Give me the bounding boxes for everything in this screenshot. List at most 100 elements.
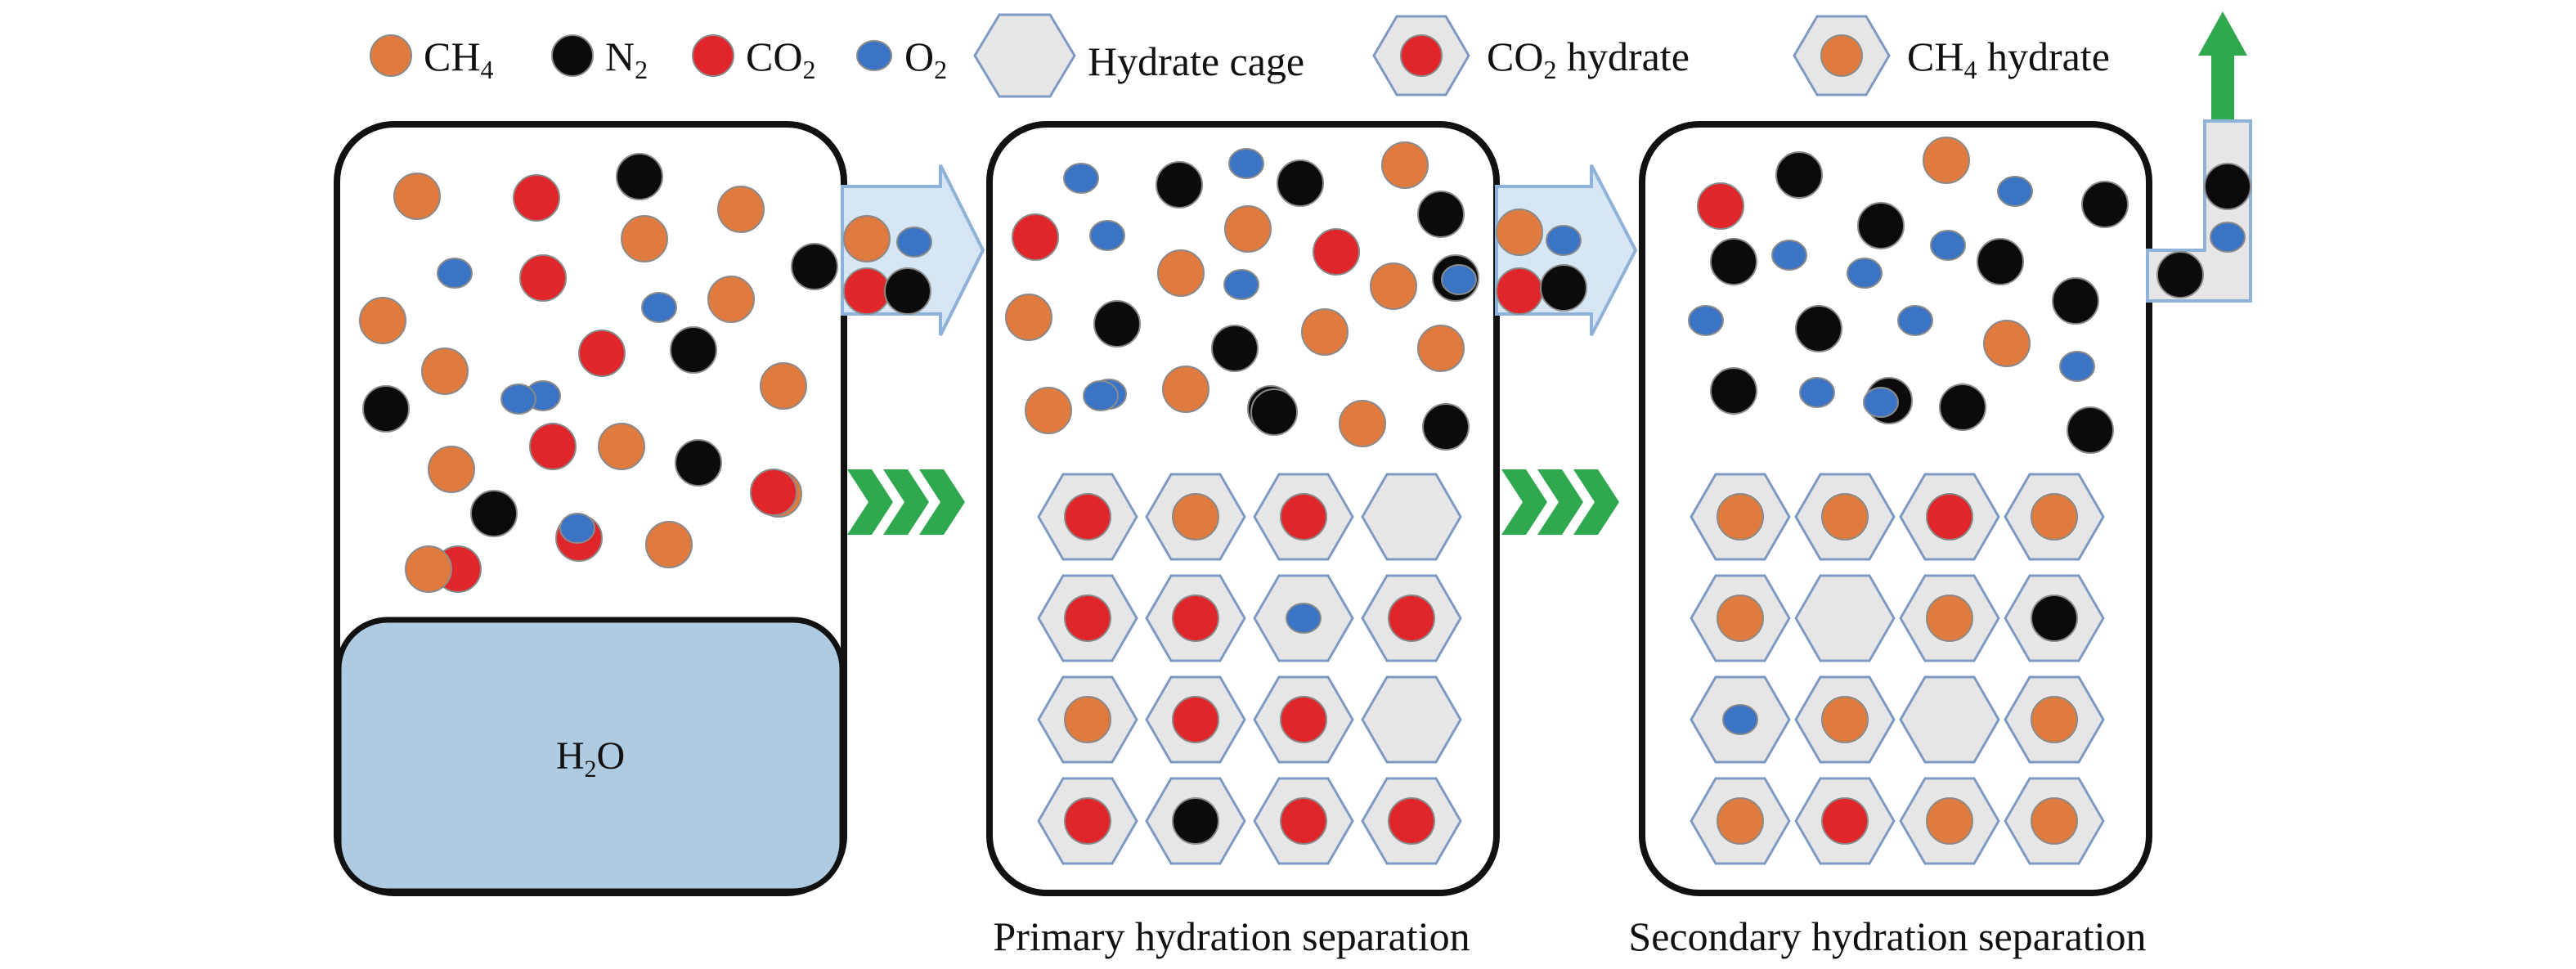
- co2-molecule: [578, 330, 626, 377]
- legend-ch4-label: CH: [424, 34, 480, 79]
- ch4-molecule: [717, 186, 765, 233]
- o2-molecule: [1286, 603, 1322, 634]
- co2-molecule: [1697, 182, 1744, 230]
- feed-gas-molecules: [359, 153, 838, 593]
- ch4-molecule: [843, 215, 891, 262]
- n2-molecule: [2067, 406, 2114, 454]
- chevron-icon: [847, 469, 893, 535]
- ch4-molecule: [1370, 262, 1417, 310]
- n2-molecule: [1172, 797, 1219, 845]
- water-label-subscript: 2: [585, 756, 597, 783]
- n2-molecule: [1977, 238, 2024, 285]
- hydrate-cage-icon: [973, 13, 1076, 98]
- co2-molecule-icon: [692, 34, 734, 77]
- legend-n2-subscript: 2: [635, 55, 648, 84]
- ch4-molecule: [421, 348, 469, 395]
- ch4-molecule: [1983, 320, 2031, 367]
- legend-hydrate-cage-label: Hydrate cage: [1088, 38, 1304, 84]
- co2-molecule: [1280, 797, 1327, 845]
- transfer-arrow-2: [1495, 164, 1638, 336]
- o2-molecule: [1228, 148, 1264, 179]
- water-label-o: O: [597, 734, 626, 778]
- ch4-molecule: [1339, 400, 1386, 447]
- legend-ch4-hydrate-suffix: hydrate: [1977, 34, 2109, 79]
- ch4-molecule: [1926, 797, 1973, 845]
- n2-molecule: [1939, 384, 1986, 431]
- legend-ch4-hydrate-label: CH: [1907, 34, 1963, 79]
- o2-molecule: [1799, 377, 1835, 408]
- ch4-molecule: [1162, 366, 1209, 413]
- secondary-gas-molecules: [1688, 137, 2129, 454]
- legend-co2-label: CO: [746, 34, 802, 79]
- ch4-molecule: [2031, 493, 2078, 541]
- co2-molecule: [1280, 696, 1327, 743]
- o2-molecule: [2059, 351, 2095, 382]
- primary-caption: Primary hydration separation: [993, 913, 1470, 959]
- legend-n2: N2: [551, 34, 648, 84]
- primary-vessel: [986, 121, 1500, 896]
- co2-molecule: [1821, 797, 1869, 845]
- co2-molecule: [1064, 797, 1111, 845]
- secondary-caption: Secondary hydration separation: [1628, 913, 2146, 959]
- co2-hydrate-molecule-icon: [1400, 34, 1443, 77]
- outlet-molecules: [2156, 163, 2251, 298]
- o2-molecule: [1063, 163, 1099, 194]
- o2-molecule: [1083, 380, 1119, 411]
- co2-molecule: [1926, 493, 1973, 541]
- n2-molecule: [2031, 594, 2078, 642]
- ch4-molecule: [1005, 294, 1052, 341]
- n2-molecule: [1417, 191, 1465, 238]
- transfer-arrow-1: [841, 164, 985, 336]
- n2-molecule: [1795, 305, 1842, 352]
- n2-molecule: [1775, 151, 1823, 199]
- legend-o2-label: O: [904, 34, 934, 79]
- chevron-arrow-2: [1501, 469, 1619, 535]
- ch4-molecule: [2031, 696, 2078, 743]
- n2-molecule: [1211, 325, 1259, 372]
- ch4-molecule: [707, 276, 755, 323]
- co2-molecule: [513, 174, 560, 222]
- ch4-molecule: [760, 362, 807, 410]
- co2-molecule: [1172, 696, 1219, 743]
- ch4-molecule: [1821, 493, 1869, 541]
- o2-molecule: [500, 384, 536, 415]
- legend-co2-hydrate-label: CO: [1487, 34, 1543, 79]
- ch4-molecule: [2031, 797, 2078, 845]
- n2-molecule: [470, 490, 518, 537]
- n2-molecule: [1422, 403, 1470, 451]
- o2-molecule-icon: [856, 40, 892, 71]
- ch4-molecule: [428, 446, 475, 493]
- n2-molecule: [1710, 367, 1757, 415]
- svg-text:CH4: CH4: [424, 34, 493, 84]
- o2-molecule: [1771, 240, 1807, 271]
- chevron-icon: [1501, 469, 1547, 535]
- n2-molecule: [1156, 161, 1203, 209]
- o2-molecule: [1089, 220, 1125, 251]
- ch4-molecule: [359, 297, 406, 344]
- outlet-pipe: [2146, 119, 2252, 303]
- primary-hydrate-cages: [1037, 473, 1462, 865]
- legend-n2-label: N: [605, 34, 635, 79]
- legend-co2: CO2: [692, 34, 815, 84]
- o2-molecule: [1847, 258, 1883, 289]
- ch4-molecule: [1172, 493, 1219, 541]
- n2-molecule: [1093, 300, 1141, 348]
- legend-o2-subscript: 2: [934, 55, 947, 84]
- svg-text:O2: O2: [904, 34, 947, 84]
- co2-molecule: [1012, 213, 1059, 261]
- ch4-molecule: [1717, 594, 1764, 642]
- co2-molecule: [1064, 594, 1111, 642]
- o2-molecule: [1441, 264, 1477, 295]
- co2-molecule: [1388, 797, 1435, 845]
- legend-o2: O2: [856, 34, 947, 84]
- n2-molecule-icon: [551, 34, 594, 77]
- n2-molecule: [884, 267, 931, 315]
- co2-molecule: [1280, 493, 1327, 541]
- o2-molecule: [896, 227, 932, 258]
- co2-molecule: [843, 267, 891, 315]
- transfer-2-molecules: [1496, 209, 1587, 315]
- o2-molecule: [1997, 176, 2033, 207]
- n2-molecule: [362, 385, 410, 433]
- ch4-molecule: [645, 521, 693, 568]
- co2-molecule: [529, 423, 577, 470]
